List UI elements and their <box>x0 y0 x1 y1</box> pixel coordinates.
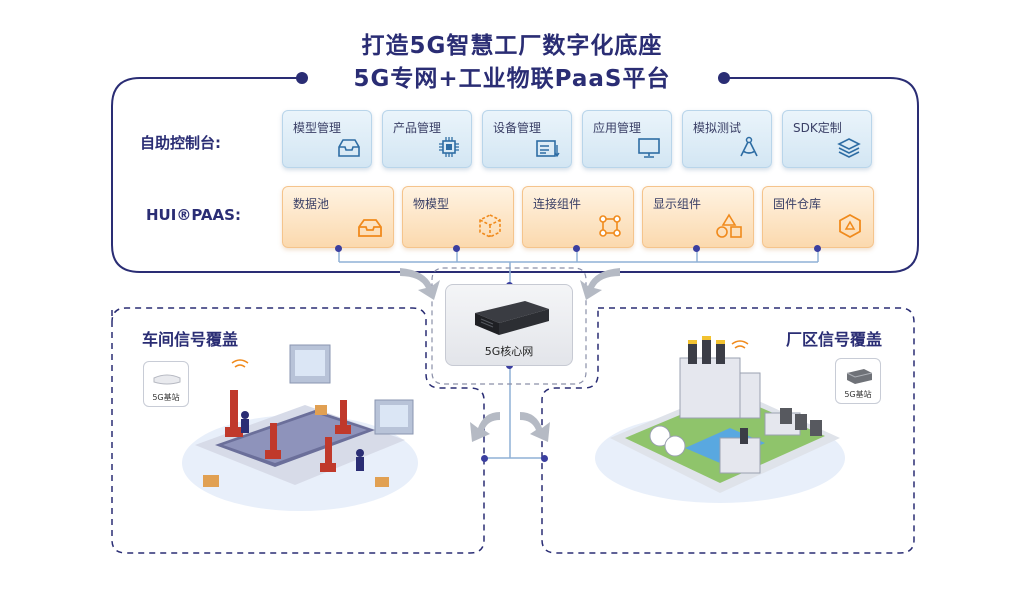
factory-illustration <box>595 336 845 503</box>
console-card-label: 应用管理 <box>593 121 642 135</box>
paas-row-label: HUI®PAAS: <box>146 206 241 224</box>
base-station-workshop[interactable]: 5G基站 <box>143 361 189 407</box>
core-network-box[interactable]: 5G核心网 <box>445 284 573 366</box>
compass-icon <box>740 136 758 157</box>
network-icon <box>599 215 621 237</box>
workshop-illustration <box>182 344 418 511</box>
console-card-simulation[interactable]: 模拟测试 <box>682 110 772 168</box>
paas-card-label: 显示组件 <box>653 197 702 211</box>
paas-card-label: 连接组件 <box>533 197 582 211</box>
base-station-label: 5G基站 <box>844 390 872 399</box>
paas-card-firmware[interactable]: 固件仓库 <box>762 186 874 248</box>
paas-card-label: 物模型 <box>413 197 450 211</box>
factory-zone-title: 厂区信号覆盖 <box>786 330 883 349</box>
console-card-label: 模型管理 <box>293 121 342 135</box>
server-icon <box>475 301 549 335</box>
paas-card-data-pool[interactable]: 数据池 <box>282 186 394 248</box>
base-station-label: 5G基站 <box>152 393 180 402</box>
tray-icon <box>338 139 360 157</box>
paas-card-label: 固件仓库 <box>773 197 822 211</box>
paas-card-display[interactable]: 显示组件 <box>642 186 754 248</box>
paas-card-thing-model[interactable]: 物模型 <box>402 186 514 248</box>
console-card-model[interactable]: 模型管理 <box>282 110 372 168</box>
tray-icon <box>358 219 382 237</box>
workshop-zone-title: 车间信号覆盖 <box>142 330 239 349</box>
connector-dot <box>693 245 700 252</box>
device-list-icon <box>536 140 560 158</box>
console-row-label: 自助控制台: <box>140 134 221 152</box>
connector-dot <box>481 455 488 462</box>
connector-dot <box>453 245 460 252</box>
frame-left-dot <box>296 72 308 84</box>
hexagon-icon <box>839 213 861 239</box>
console-card-app[interactable]: 应用管理 <box>582 110 672 168</box>
layers-icon <box>837 138 861 158</box>
chip-icon <box>439 137 459 157</box>
console-card-label: 模拟测试 <box>693 121 742 135</box>
shapes-icon <box>716 213 742 238</box>
cube-icon <box>479 214 501 238</box>
console-card-sdk[interactable]: SDK定制 <box>782 110 872 168</box>
frame-right-dot <box>718 72 730 84</box>
base-station-icon <box>153 374 181 385</box>
monitor-icon <box>638 138 660 158</box>
base-station-icon <box>846 369 873 384</box>
console-card-label: SDK定制 <box>793 121 842 135</box>
page-subtitle: 5G专网+工业物联PaaS平台 <box>353 66 671 92</box>
console-card-device[interactable]: 设备管理 <box>482 110 572 168</box>
base-station-factory[interactable]: 5G基站 <box>835 358 881 404</box>
console-card-label: 设备管理 <box>493 121 542 135</box>
console-card-product[interactable]: 产品管理 <box>382 110 472 168</box>
paas-card-connect[interactable]: 连接组件 <box>522 186 634 248</box>
connector-dot <box>814 245 821 252</box>
connector-dot <box>541 455 548 462</box>
page-title: 打造5G智慧工厂数字化底座 <box>361 33 663 59</box>
connector-dot <box>335 245 342 252</box>
console-card-label: 产品管理 <box>393 121 442 135</box>
paas-card-label: 数据池 <box>293 197 330 211</box>
core-network-label: 5G核心网 <box>484 345 534 358</box>
connector-dot <box>573 245 580 252</box>
